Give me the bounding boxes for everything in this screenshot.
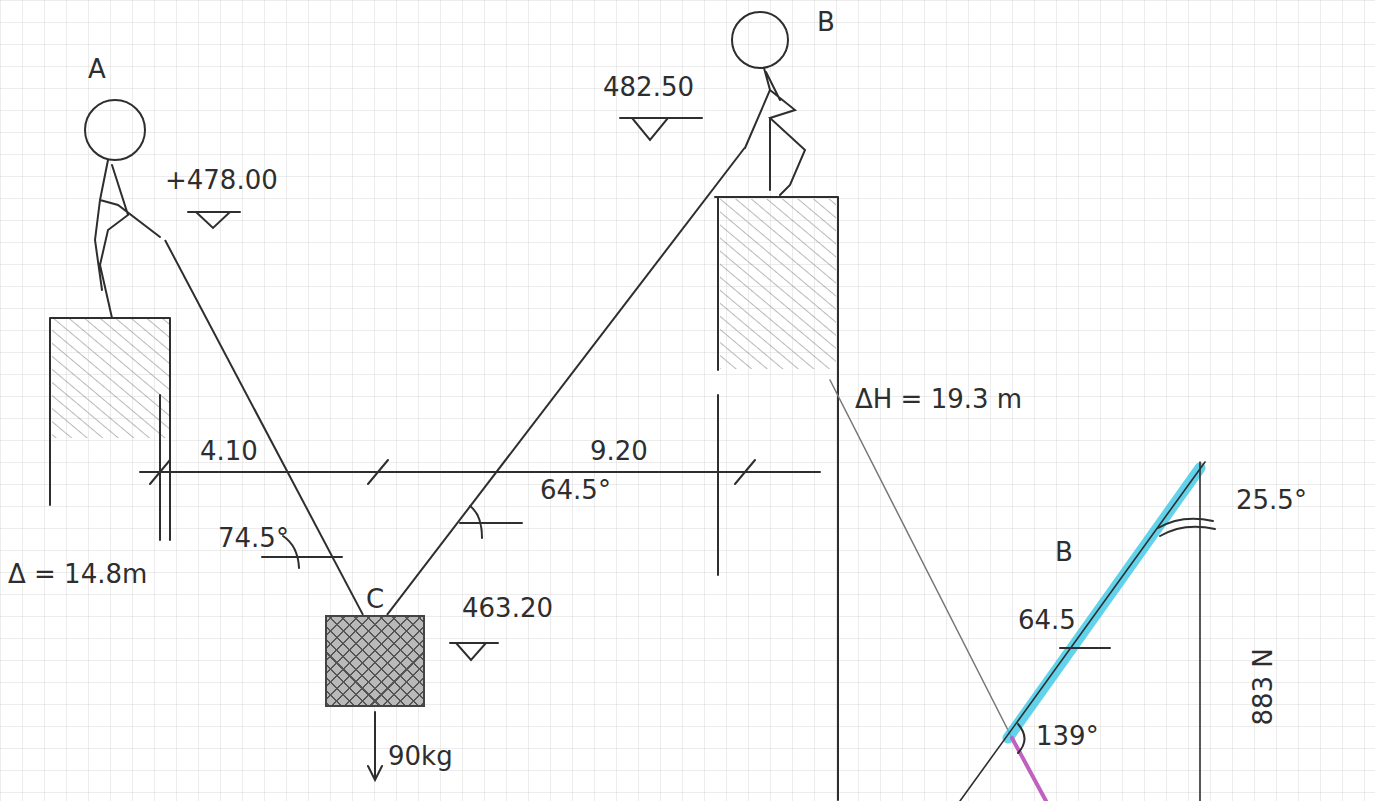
wall-hatch (720, 199, 836, 369)
dimension-text: 9.20 (590, 437, 648, 467)
dimension-text: 139° (1036, 722, 1099, 752)
dimension-text: B (1055, 538, 1073, 568)
dimension-text: 74.5° (218, 524, 289, 554)
force-line (960, 462, 1205, 801)
wall-outline (50, 318, 170, 540)
point-label: B (725, 8, 855, 38)
rope-line (165, 240, 363, 615)
dimension-text: 90kg (388, 742, 453, 772)
dimension-text: Δ = 14.8m (8, 560, 147, 590)
person-node: A (70, 55, 170, 240)
level-symbol (188, 212, 240, 228)
person-figure (95, 160, 160, 318)
dimension-text: 64.5 (1018, 606, 1076, 636)
load-arrow (368, 712, 382, 780)
wall-outline (715, 197, 838, 800)
load-block: C (322, 585, 428, 707)
dimension-text: 463.20 (462, 594, 553, 624)
force-line (1199, 462, 1201, 801)
dimension-text: 25.5° (1236, 486, 1307, 516)
level-symbol (450, 643, 498, 660)
angle-mark (1018, 724, 1025, 753)
point-label: C (322, 585, 428, 615)
wall-hatch (52, 318, 170, 438)
angle-mark (1060, 647, 1110, 649)
rope-line (387, 148, 745, 615)
force-line (830, 380, 1012, 738)
angle-mark (1158, 519, 1215, 536)
dimension-text: 64.5° (540, 476, 611, 506)
dimension-text: +478.00 (165, 166, 278, 196)
person-head (85, 100, 145, 160)
dimension-text: ΔH = 19.3 m (855, 385, 1022, 415)
block-shape (325, 615, 425, 707)
person-node: B (725, 8, 855, 148)
dimension-text: 4.10 (200, 437, 258, 467)
point-label: A (70, 55, 170, 85)
person-figure (745, 68, 805, 195)
dimension-text: 883 N (1249, 648, 1279, 725)
angle-mark (460, 506, 522, 538)
level-symbol (620, 118, 702, 140)
person-head (732, 12, 788, 68)
dimension-text: 482.50 (603, 73, 694, 103)
